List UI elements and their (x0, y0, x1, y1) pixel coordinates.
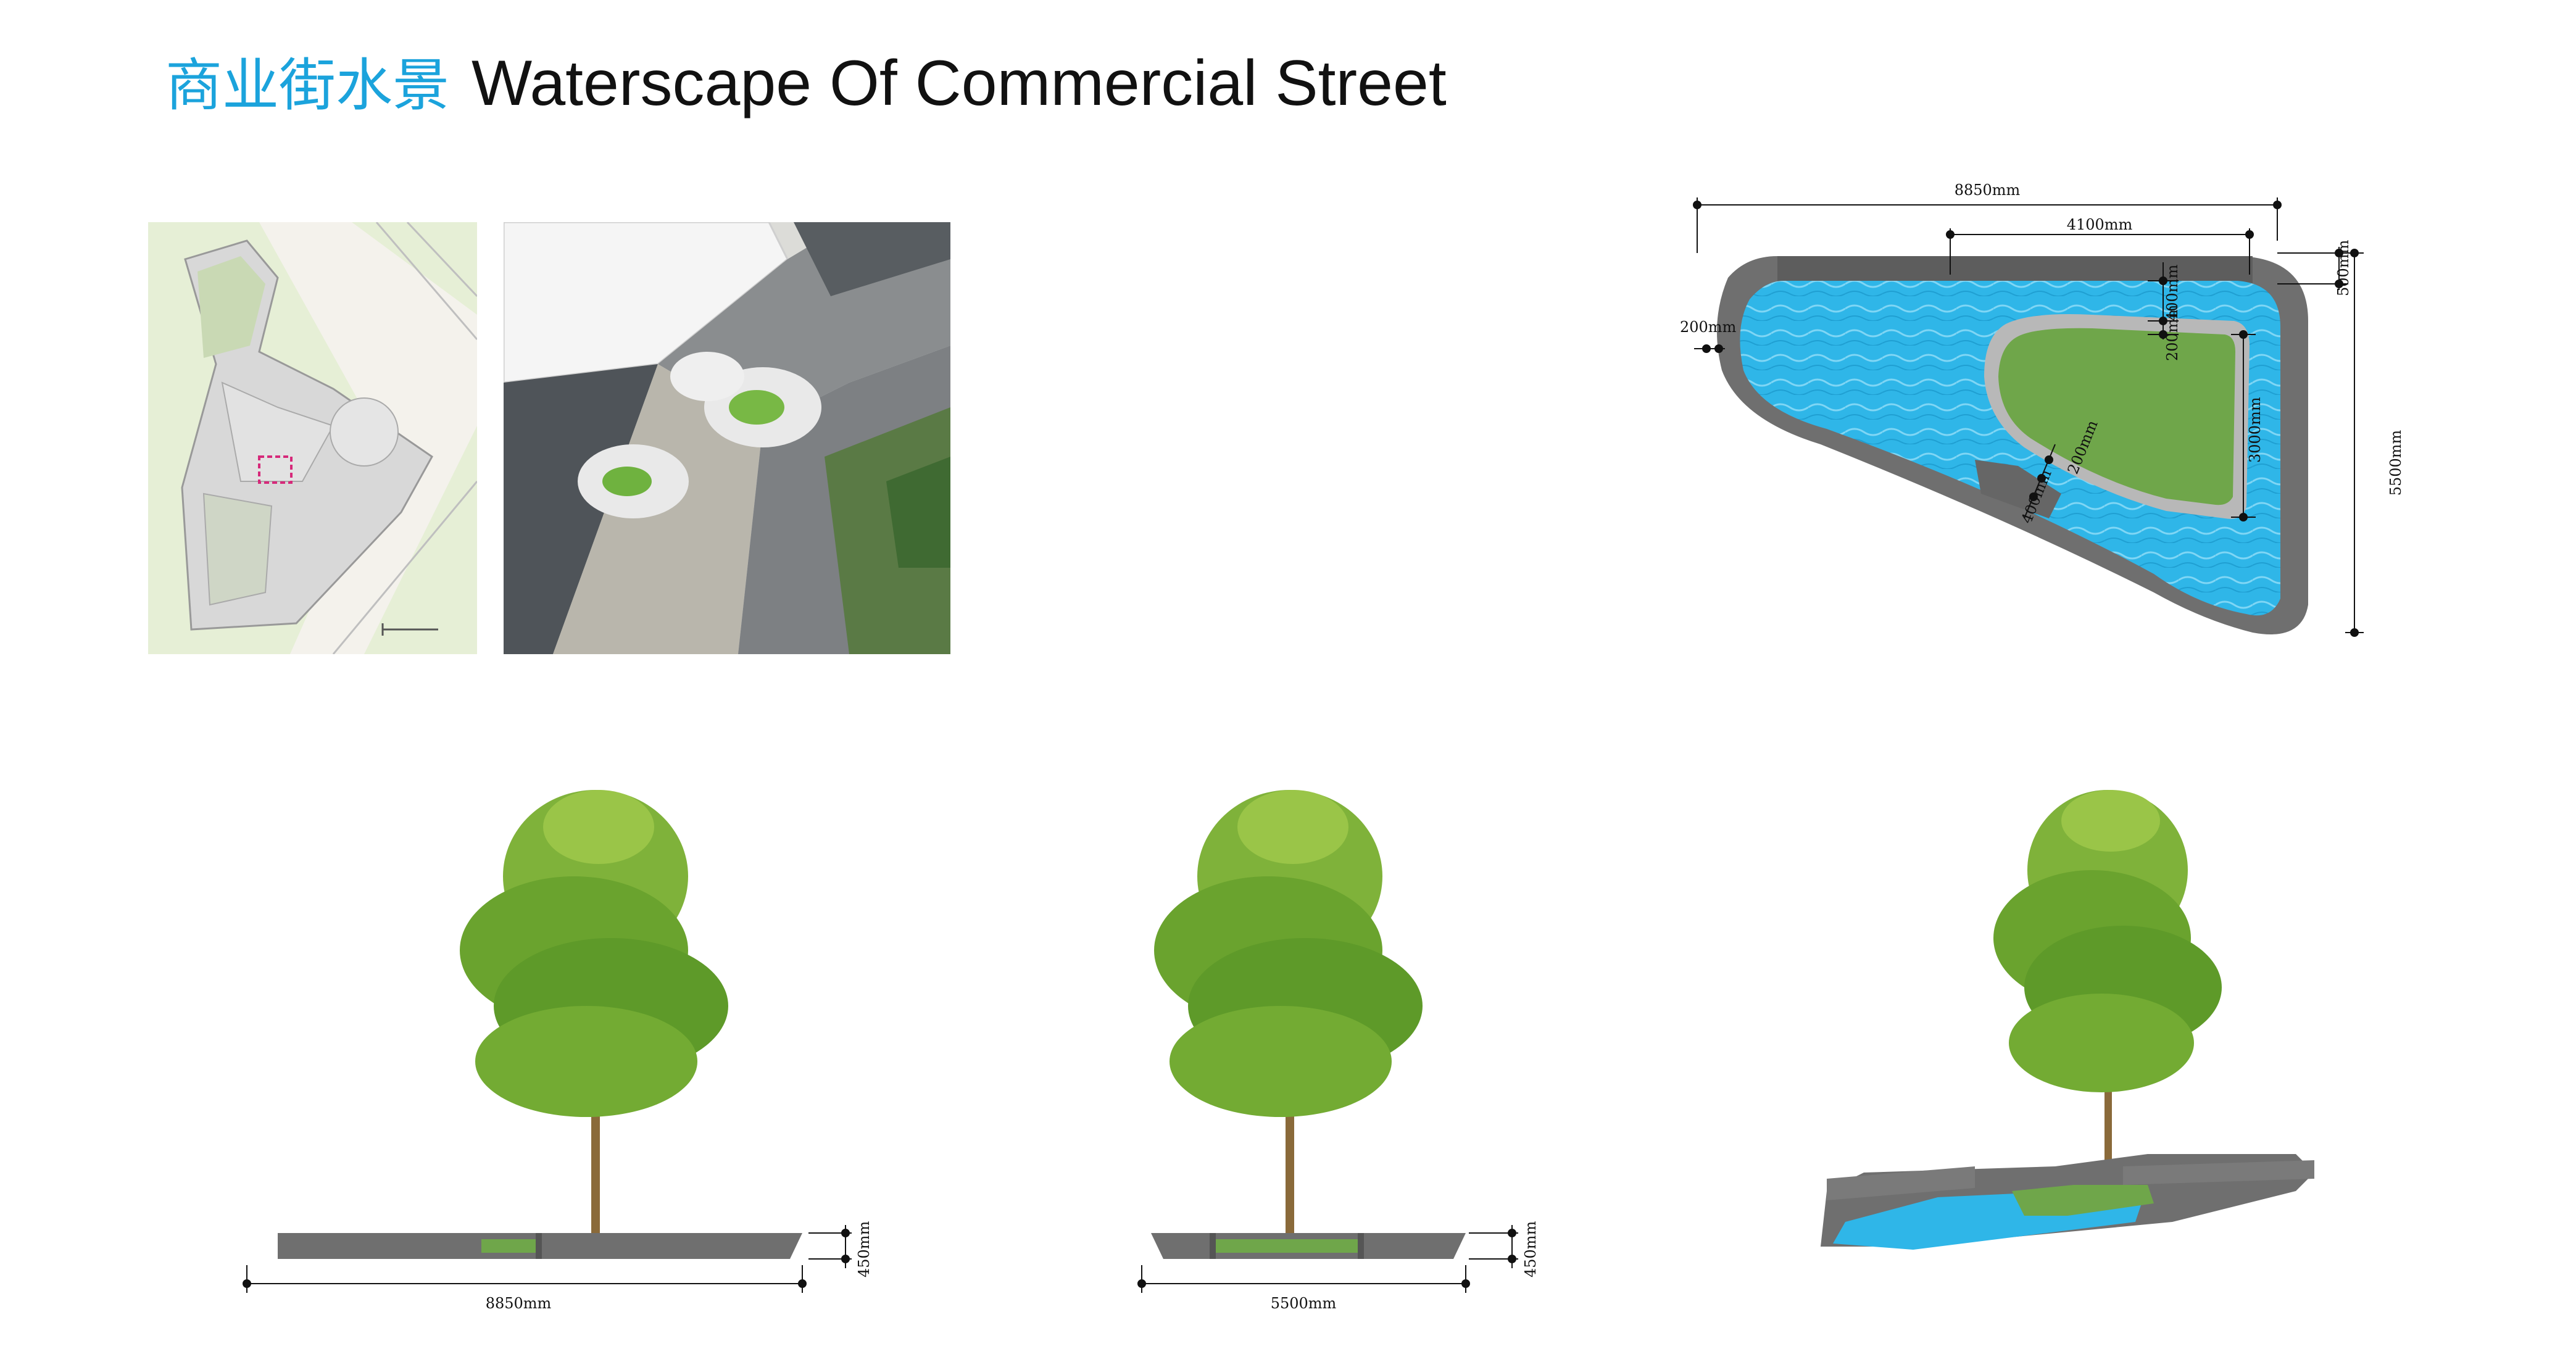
elevation-long-height: 450mm (855, 1221, 873, 1277)
title-chinese: 商业街水景 (165, 52, 450, 118)
elevation-short: 5500mm 450mm (1123, 790, 1592, 1321)
waterscape-dimension-plan: 8850mm 4100mm 500mm 5500mm 200mm 400mm 2… (1660, 173, 2413, 654)
dim-total-length: 8850mm (1955, 181, 2021, 199)
dim-island-gap-top: 400mm (2164, 264, 2181, 321)
site-master-plan (148, 222, 477, 654)
elevation-short-length: 5500mm (1271, 1295, 1337, 1312)
elevation-short-height: 450mm (1522, 1221, 1539, 1277)
dim-left-edge: 200mm (1680, 318, 1737, 336)
dim-island-height: 3000mm (2246, 397, 2264, 463)
page-title: 商业街水景 Waterscape Of Commercial Street (165, 43, 1447, 126)
title-english: Waterscape Of Commercial Street (472, 48, 1447, 119)
dim-right-depth: 5500mm (2387, 430, 2404, 496)
dim-island-wall-top: 200mm (2164, 304, 2181, 361)
dim-inner-length: 4100mm (2067, 216, 2133, 233)
elevation-long: 8850mm 450mm (228, 790, 895, 1321)
perspective-view (1790, 790, 2345, 1284)
elevation-long-length: 8850mm (486, 1295, 552, 1312)
enlarged-aerial-plan (504, 222, 950, 654)
dim-top-offset: 500mm (2335, 239, 2352, 296)
